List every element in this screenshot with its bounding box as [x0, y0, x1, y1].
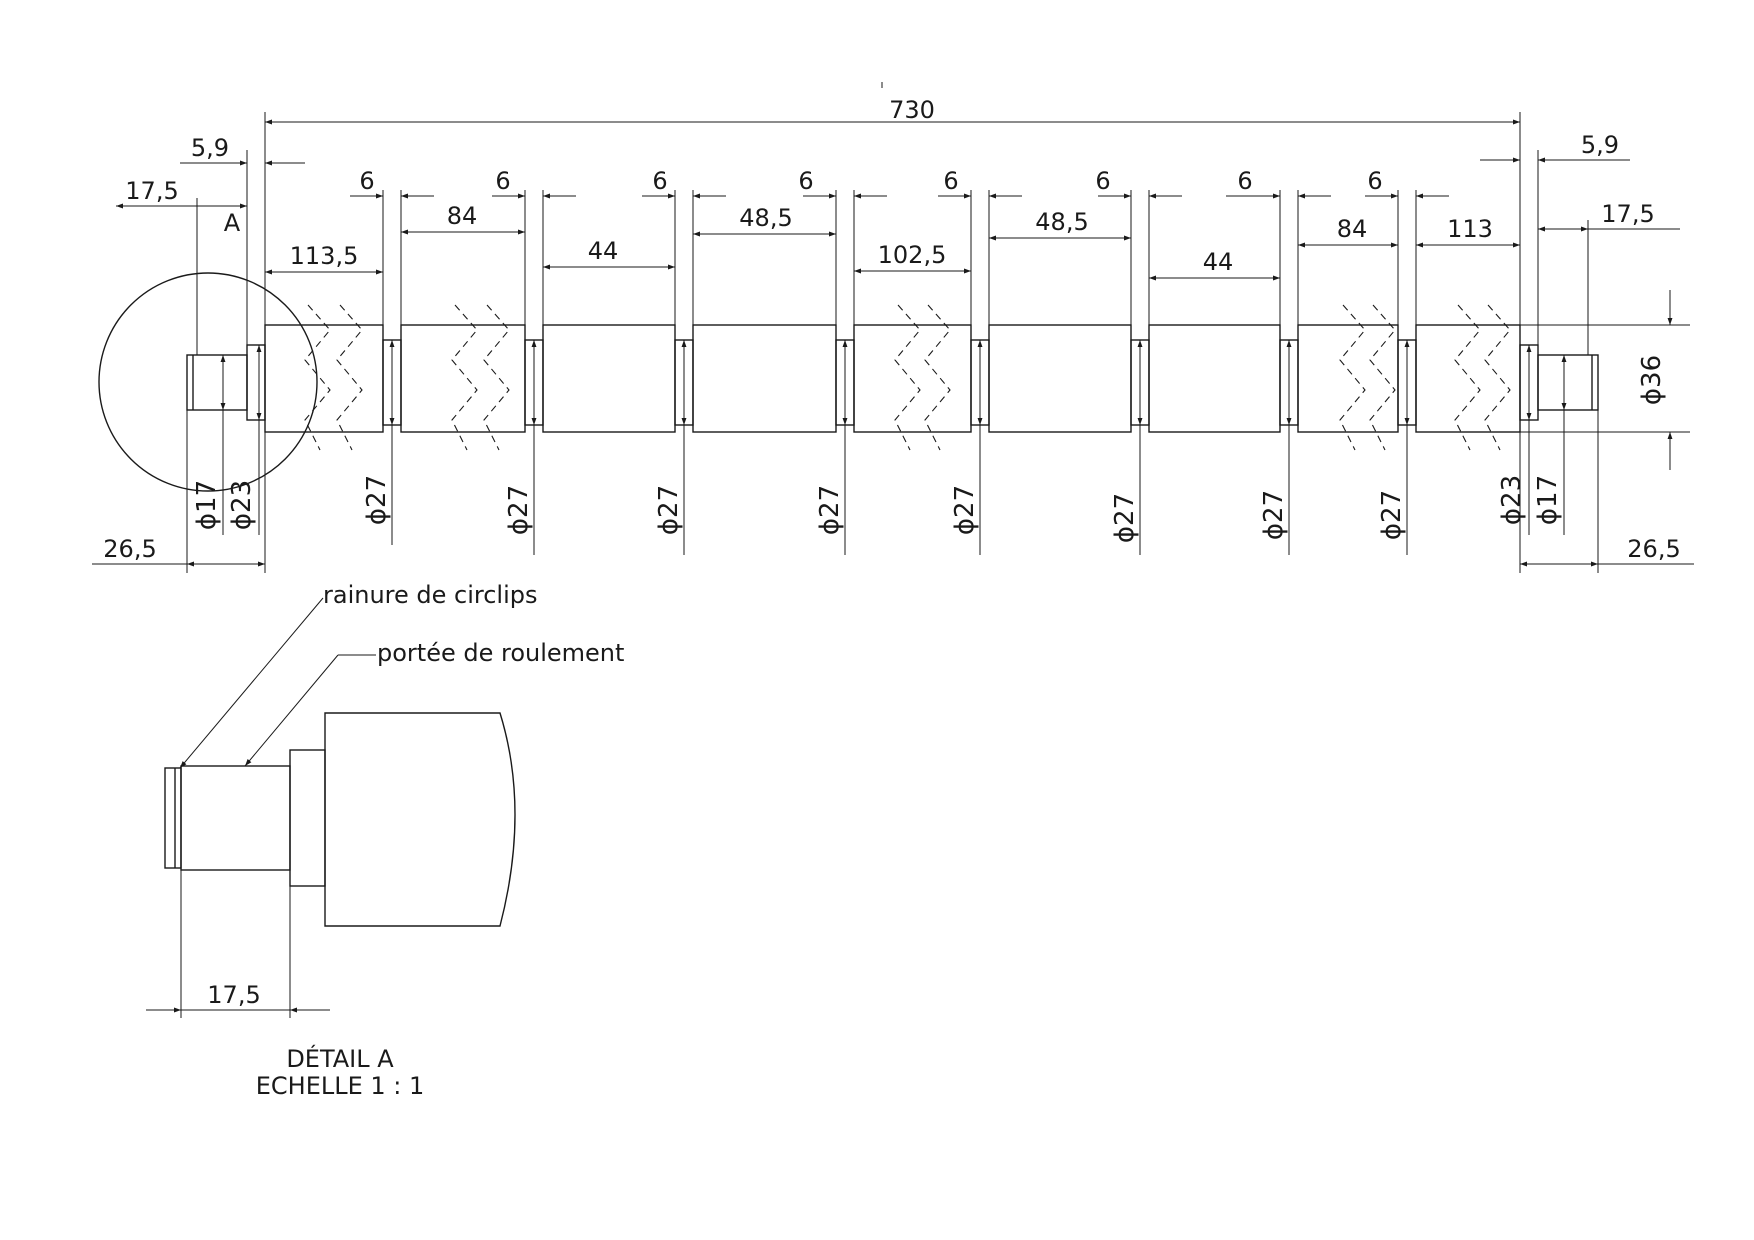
detail-dim: 17,5 [207, 981, 260, 1009]
svg-text:44: 44 [1203, 248, 1234, 276]
svg-text:44: 44 [588, 237, 619, 265]
callout-bearing-leader [244, 654, 339, 767]
dim-bottom-right: 26,5 [1627, 535, 1680, 563]
svg-text:6: 6 [1095, 167, 1110, 195]
detail-title: DÉTAIL A [286, 1044, 394, 1073]
detail-roller [324, 712, 516, 927]
right-journal [1537, 354, 1599, 411]
svg-text:ϕ27: ϕ27 [654, 485, 684, 535]
svg-text:113: 113 [1447, 215, 1493, 243]
roller-sections [264, 324, 1521, 433]
detail-ref-label: A [224, 209, 241, 237]
dim-collar-right: 5,9 [1581, 131, 1619, 159]
detail-scale: ECHELLE 1 : 1 [256, 1072, 425, 1100]
svg-text:ϕ27: ϕ27 [362, 475, 392, 525]
detail-groove [164, 767, 182, 869]
callout-groove: rainure de circlips [323, 581, 538, 609]
svg-text:102,5: 102,5 [878, 241, 947, 269]
detail-circle-a [98, 272, 318, 492]
dim-bottom-left: 26,5 [103, 535, 156, 563]
dim-end-right: 17,5 [1601, 200, 1654, 228]
svg-text:ϕ27: ϕ27 [1377, 490, 1407, 540]
dim-right-journal-dia: ϕ17 [1533, 475, 1563, 525]
detail-a-view: rainure de circlips portée de roulement … [146, 581, 624, 1100]
callout-groove-leader [179, 597, 324, 769]
svg-text:48,5: 48,5 [1035, 208, 1088, 236]
svg-text:6: 6 [798, 167, 813, 195]
dim-overall-label: 730 [889, 96, 935, 124]
dimensions: 730 5,9 5,9 17,5 A 17,5 6 6 6 6 6 [92, 82, 1694, 573]
svg-text:84: 84 [1337, 215, 1368, 243]
callout-bearing: portée de roulement [377, 639, 624, 667]
svg-text:6: 6 [652, 167, 667, 195]
shaft-view [98, 272, 1599, 492]
svg-text:6: 6 [1367, 167, 1382, 195]
svg-text:84: 84 [447, 202, 478, 230]
break-lines [304, 304, 1511, 451]
svg-text:ϕ27: ϕ27 [950, 485, 980, 535]
left-shoulder [246, 344, 266, 421]
dim-end-left: 17,5 [125, 177, 178, 205]
gap-sections [382, 339, 1417, 426]
svg-text:ϕ27: ϕ27 [815, 485, 845, 535]
svg-text:6: 6 [1237, 167, 1252, 195]
svg-text:6: 6 [495, 167, 510, 195]
svg-text:48,5: 48,5 [739, 204, 792, 232]
dim-left-journal-dia: ϕ17 [192, 480, 222, 530]
svg-text:113,5: 113,5 [290, 242, 359, 270]
svg-text:ϕ27: ϕ27 [504, 485, 534, 535]
gap-diameter-dimensions: ϕ27 ϕ27 ϕ27 ϕ27 ϕ27 ϕ27 ϕ27 ϕ27 [362, 340, 1410, 555]
svg-text:6: 6 [943, 167, 958, 195]
left-journal [186, 354, 248, 411]
svg-text:6: 6 [359, 167, 374, 195]
gap-dimensions: 6 6 6 6 6 6 6 6 [350, 167, 1449, 199]
dim-roller-diameter: ϕ36 [1637, 355, 1667, 405]
svg-text:ϕ27: ϕ27 [1110, 493, 1140, 543]
detail-shoulder [289, 749, 326, 887]
svg-text:ϕ27: ϕ27 [1259, 490, 1289, 540]
detail-bearing-seat [180, 765, 291, 871]
roller-length-dimensions: 113,5 84 44 48,5 102,5 48,5 44 84 113 [265, 202, 1520, 281]
dim-collar-left: 5,9 [191, 134, 229, 162]
dim-right-shoulder-dia: ϕ23 [1497, 475, 1527, 525]
dim-left-shoulder-dia: ϕ23 [227, 480, 257, 530]
